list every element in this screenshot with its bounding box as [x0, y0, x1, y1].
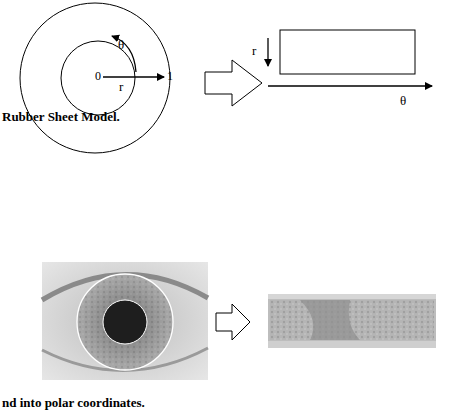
r-axis-arrow — [267, 38, 268, 66]
iris — [77, 274, 173, 370]
unwrapped-iris — [268, 294, 436, 348]
iris-boundary — [77, 274, 173, 370]
polar-rectangle — [280, 30, 415, 74]
unit-label: 1 — [167, 70, 173, 83]
caption-text: Rubber Sheet Model. — [2, 110, 120, 124]
eye-photo — [42, 262, 208, 380]
angle-arrow — [112, 36, 136, 72]
inner-circle — [61, 41, 135, 115]
radius-arrow — [103, 76, 164, 77]
axis-label: θ — [400, 94, 406, 108]
caption-text: nd into polar coordinates. — [2, 396, 145, 410]
radius-label: r — [119, 80, 123, 94]
strip-band — [268, 294, 436, 299]
axis-label: r — [252, 44, 256, 58]
outer-circle — [20, 3, 170, 153]
strip-band — [268, 341, 436, 348]
strip-shadow — [300, 300, 360, 340]
iris-texture — [77, 274, 173, 370]
theta-axis-arrow — [268, 85, 432, 86]
pupil — [103, 300, 147, 344]
block-arrow — [216, 304, 250, 340]
strip-texture — [270, 300, 434, 340]
origin-label: 0 — [95, 70, 101, 83]
block-arrow — [205, 60, 262, 106]
angle-label: θ — [118, 38, 124, 52]
